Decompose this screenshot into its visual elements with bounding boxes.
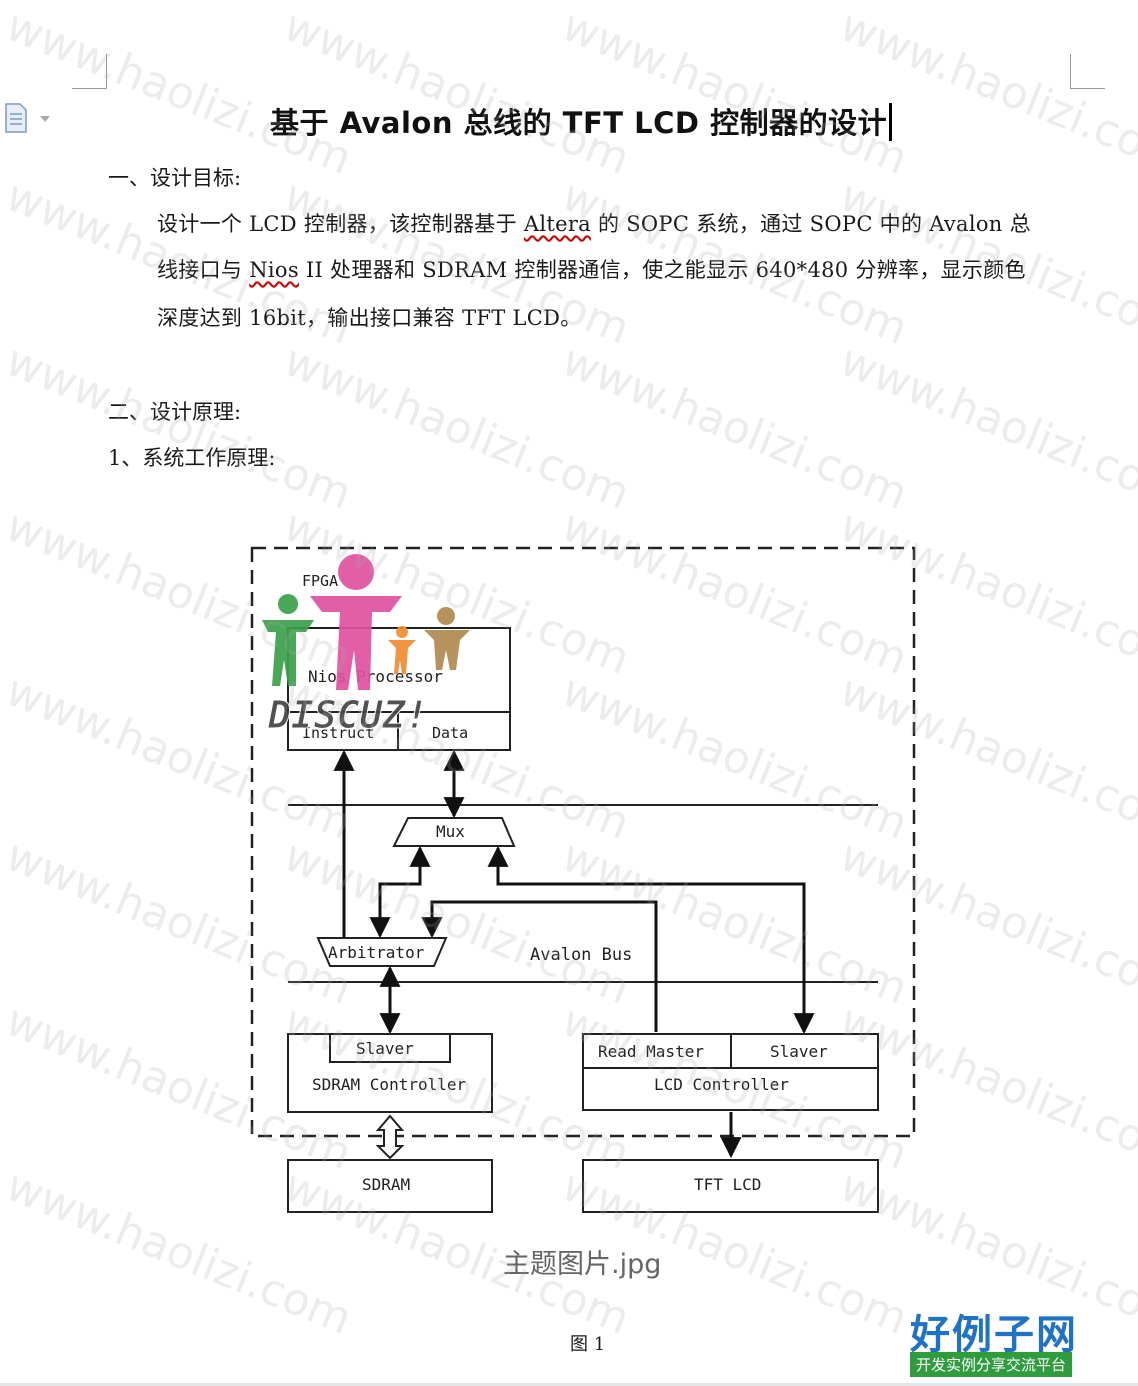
sdram-bidirectional-arrow (375, 1114, 405, 1160)
margin-corner-top-right (1070, 54, 1105, 89)
fpga-label: FPGA (302, 572, 338, 590)
spellcheck-word-altera[interactable]: Altera (523, 212, 591, 236)
lcd-slaver-label: Slaver (770, 1042, 828, 1061)
figure-label: 图 1 (570, 1334, 606, 1355)
mux-label: Mux (436, 822, 465, 841)
data-label: Data (432, 724, 468, 742)
instruct-label: Instruct (302, 724, 374, 742)
margin-corner-top-left (72, 54, 107, 89)
goal-line-3: 深度达到 16bit，输出接口兼容 TFT LCD。 (157, 306, 582, 330)
arbitrator-label: Arbitrator (328, 943, 425, 962)
processor-label: Nios Processor (308, 667, 443, 686)
section-heading-goals: 一、设计目标: (108, 166, 242, 190)
sdram-slaver-label: Slaver (356, 1039, 414, 1058)
sdram-label: SDRAM (362, 1175, 410, 1194)
sdram-slaver-box (329, 1033, 451, 1063)
goal-line-1: 设计一个 LCD 控制器，该控制器基于 Altera 的 SOPC 系统，通过 … (157, 212, 1031, 236)
page-bottom-divider (0, 1383, 1138, 1386)
subheading-system-principle: 1、系统工作原理: (108, 446, 276, 470)
tft-lcd-label: TFT LCD (694, 1175, 761, 1194)
dropdown-arrow-icon (40, 116, 50, 122)
avalon-bus-label: Avalon Bus (530, 945, 632, 965)
document-title[interactable]: 基于 Avalon 总线的 TFT LCD 控制器的设计 (270, 100, 893, 142)
brand-title: 好例子网 (910, 1312, 1078, 1358)
fpga-boundary (250, 546, 916, 1138)
read-master-label: Read Master (598, 1042, 704, 1061)
brand-tagline: 开发实例分享交流平台 (910, 1352, 1073, 1377)
sdram-box (287, 1159, 493, 1213)
text-cursor (889, 103, 893, 141)
sdram-controller-label: SDRAM Controller (312, 1075, 466, 1094)
haolizi-brand-logo[interactable]: 好例子网 开发实例分享交流平台 (906, 1302, 1100, 1380)
section-heading-principle: 二、设计原理: (108, 400, 242, 424)
goal-line-2: 线接口与 Nios II 处理器和 SDRAM 控制器通信，使之能显示 640*… (157, 258, 1026, 282)
discuz-logo: DISCUZ! (262, 554, 470, 738)
image-caption: 主题图片.jpg (503, 1249, 662, 1280)
lcd-controller-label: LCD Controller (654, 1075, 789, 1094)
document-icon[interactable] (2, 102, 52, 134)
discuz-logo-text: DISCUZ! (267, 693, 428, 737)
spellcheck-word-nios[interactable]: Nios (249, 258, 299, 282)
tft-lcd-box (582, 1159, 879, 1213)
